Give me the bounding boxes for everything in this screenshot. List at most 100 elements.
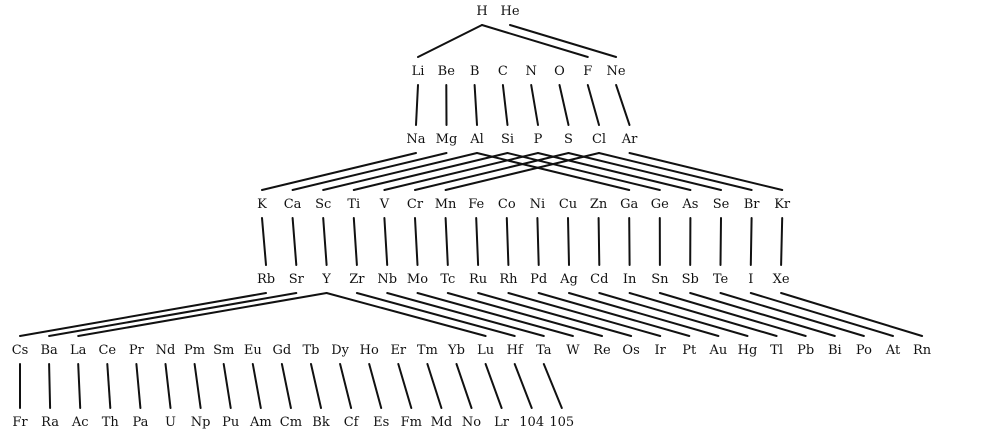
element-label-Fm: Fm	[401, 415, 422, 430]
element-label-Os: Os	[622, 343, 639, 358]
element-label-Pb: Pb	[797, 343, 814, 358]
element-label-Ac: Ac	[71, 415, 89, 430]
connection-line-Si-Ge	[506, 152, 661, 191]
connection-line-Er-Fm	[397, 363, 413, 409]
element-label-Pt: Pt	[682, 343, 697, 358]
element-label-Ra: Ra	[41, 415, 59, 430]
connection-line-V-Nb	[383, 217, 389, 266]
element-label-Kr: Kr	[774, 197, 791, 212]
element-label-Pd: Pd	[530, 272, 547, 287]
connection-line-S-Cr	[414, 152, 570, 191]
element-label-In: In	[623, 272, 637, 287]
element-label-Hf: Hf	[507, 343, 524, 358]
connection-line-Ce-Th	[106, 363, 112, 409]
connection-line-Sn-Pb	[658, 292, 807, 337]
connection-line-O-S	[558, 84, 570, 126]
element-label-As: As	[681, 197, 698, 212]
element-label-Lr: Lr	[494, 415, 510, 430]
element-label-B: B	[470, 64, 480, 79]
element-label-Cf: Cf	[344, 415, 360, 430]
connection-line-Yb-No	[455, 363, 473, 409]
element-label-Th: Th	[102, 415, 120, 430]
connection-line-Pm-Np	[193, 363, 202, 409]
element-label-Pa: Pa	[132, 415, 148, 430]
element-label-Rn: Rn	[913, 343, 932, 358]
element-label-At: At	[885, 343, 901, 358]
element-label-Sr: Sr	[289, 272, 305, 287]
connection-line-Pd-Pt	[537, 292, 691, 337]
element-label-Po: Po	[856, 343, 872, 358]
element-label-Ir: Ir	[655, 343, 667, 358]
connection-line-Kr-Xe	[780, 217, 784, 266]
element-label-Se: Se	[713, 197, 730, 212]
element-label-F: F	[583, 64, 592, 79]
element-label-Ho: Ho	[360, 343, 379, 358]
element-label-Co: Co	[498, 197, 516, 212]
element-label-Ge: Ge	[651, 197, 669, 212]
connection-line-Zn-Cd	[597, 217, 601, 266]
connection-line-Rh-Ir	[507, 292, 662, 337]
element-label-Gd: Gd	[273, 343, 292, 358]
connection-line-Mo-W	[416, 292, 574, 337]
element-label-U: U	[165, 415, 176, 430]
connection-line-Ti-Zr	[352, 217, 358, 266]
element-label-Ba: Ba	[40, 343, 58, 358]
connection-line-Gd-Cm	[280, 363, 292, 409]
element-label-I: I	[748, 272, 753, 287]
connection-line-Cd-Hg	[598, 292, 749, 337]
connection-line-Br-I	[749, 217, 753, 266]
element-label-Mn: Mn	[435, 197, 457, 212]
element-label-O: O	[554, 64, 565, 79]
connection-line-Ag-Au	[568, 292, 720, 337]
connection-line-Y-La	[77, 292, 328, 337]
connection-line-Li-Na	[415, 84, 419, 126]
connection-line-P-V	[383, 152, 539, 191]
connection-lines	[19, 24, 924, 409]
connection-line-Tm-Md	[426, 363, 443, 409]
connection-line-Te-Po	[719, 292, 865, 337]
connection-line-Y-Lu	[325, 292, 487, 337]
element-label-Ta: Ta	[536, 343, 552, 358]
element-label-Pm: Pm	[184, 343, 205, 358]
connection-line-P-As	[537, 152, 692, 191]
connection-line-Al-Sc	[322, 152, 478, 191]
connection-line-H-Li	[417, 24, 483, 58]
connection-line-Co-Rh	[505, 217, 510, 266]
connection-line-Ca-Sr	[291, 217, 298, 266]
element-label-Yb: Yb	[447, 343, 465, 358]
element-label-Zn: Zn	[590, 197, 608, 212]
element-label-Li: Li	[412, 64, 425, 79]
element-label-Ga: Ga	[620, 197, 638, 212]
element-label-Cl: Cl	[592, 132, 606, 147]
element-label-Ru: Ru	[469, 272, 487, 287]
element-label-Cs: Cs	[12, 343, 29, 358]
connection-line-Sb-Bi	[689, 292, 836, 337]
element-label-Rh: Rh	[499, 272, 518, 287]
connection-line-Nd-U	[164, 363, 172, 409]
connection-line-Eu-Am	[251, 363, 262, 409]
element-label-Hg: Hg	[738, 343, 758, 358]
connection-line-Sr-Ba	[48, 292, 298, 337]
element-label-Lu: Lu	[477, 343, 494, 358]
element-label-Tl: Tl	[770, 343, 783, 358]
connection-line-Ru-Os	[477, 292, 633, 337]
element-label-V: V	[379, 197, 390, 212]
element-label-N: N	[526, 64, 537, 79]
element-label-Pu: Pu	[222, 415, 239, 430]
element-label-Fr: Fr	[12, 415, 28, 430]
connection-line-Fe-Ru	[475, 217, 480, 266]
element-label-Np: Np	[191, 415, 211, 430]
element-label-Zr: Zr	[349, 272, 365, 287]
element-label-C: C	[498, 64, 508, 79]
element-label-K: K	[257, 197, 267, 212]
connection-line-Sm-Pu	[222, 363, 232, 409]
element-label-Na: Na	[406, 132, 425, 147]
connection-line-K-Rb	[261, 217, 267, 266]
element-label-Nb: Nb	[377, 272, 397, 287]
element-label-Te: Te	[713, 272, 729, 287]
connection-line-Pr-Pa	[135, 363, 142, 409]
element-label-Sn: Sn	[651, 272, 669, 287]
connection-line-Lu-Lr	[484, 363, 503, 409]
element-label-P: P	[534, 132, 543, 147]
